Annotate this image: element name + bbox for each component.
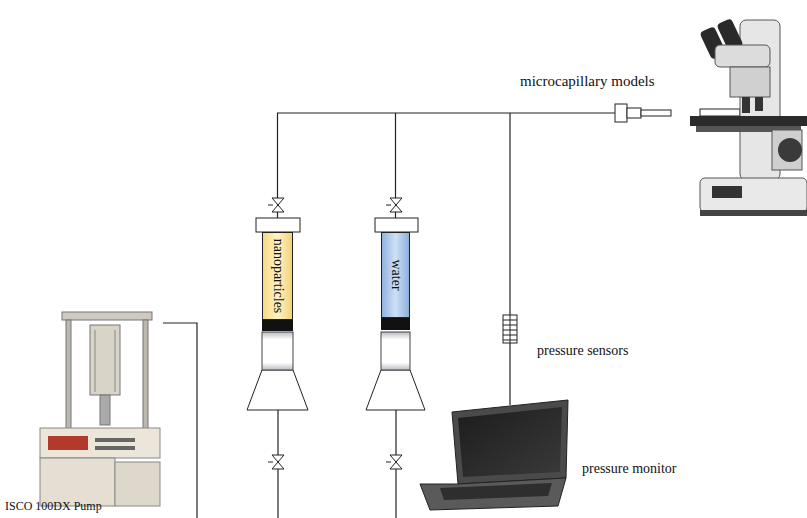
pump-illustration xyxy=(40,312,160,506)
piston xyxy=(262,318,410,370)
microscope-illustration xyxy=(690,18,807,216)
cylinder-base xyxy=(247,370,425,410)
part-label: ISCO 100DX Pump xyxy=(5,500,102,513)
laptop-illustration xyxy=(420,400,568,510)
cylinder-vessel: water xyxy=(381,232,410,318)
pressure-sensor-symbol xyxy=(503,315,517,343)
vessel-label: water xyxy=(389,259,403,290)
part-label: microcapillary models xyxy=(520,73,655,90)
part-label: pressure monitor xyxy=(582,461,676,476)
vessel-label: nanoparticles xyxy=(271,239,285,314)
pipe-connector xyxy=(278,113,396,232)
pipe xyxy=(163,113,615,518)
cylinder-vessel: nanoparticles xyxy=(262,232,293,320)
cylinder-cap xyxy=(256,218,418,232)
part-label: pressure sensors xyxy=(537,343,628,358)
